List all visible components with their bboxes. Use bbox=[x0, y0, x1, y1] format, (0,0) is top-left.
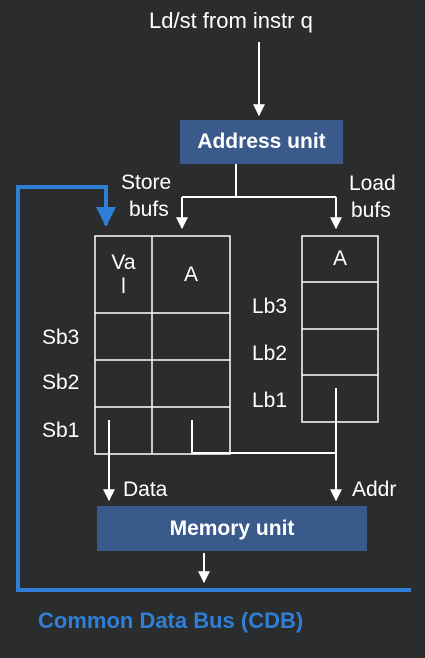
memory-unit-box bbox=[97, 506, 367, 551]
store-row-label: Sb3 bbox=[42, 326, 80, 349]
store-row-label: Sb1 bbox=[42, 419, 80, 442]
diagram-title: Ld/st from instr q bbox=[149, 8, 313, 33]
cdb-label: Common Data Bus (CDB) bbox=[38, 608, 304, 633]
load-row-label: Lb2 bbox=[252, 342, 288, 365]
store-bufs-label-line1: Store bbox=[121, 171, 172, 194]
load-bufs-label-line1: Load bbox=[349, 172, 396, 195]
store-val-header-line2: l bbox=[121, 275, 126, 298]
store-addr-header: A bbox=[183, 262, 198, 286]
load-row-label: Lb3 bbox=[252, 295, 288, 318]
store-addr-line bbox=[191, 420, 336, 454]
data-label: Data bbox=[123, 478, 168, 501]
store-val-header-line1: Va bbox=[111, 251, 136, 274]
store-val-header: Va l bbox=[95, 240, 152, 310]
address-unit-label: Address unit bbox=[197, 130, 326, 153]
address-unit-box bbox=[180, 120, 343, 164]
store-row-label: Sb2 bbox=[42, 371, 80, 394]
store-bufs-label-line2: bufs bbox=[129, 198, 169, 221]
store-buffer-grid bbox=[94, 235, 231, 455]
load-row-label: Lb1 bbox=[252, 389, 288, 412]
cdb-bus-line bbox=[16, 185, 411, 592]
load-bufs-label-line2: bufs bbox=[351, 199, 391, 222]
load-addr-header: A bbox=[332, 247, 347, 270]
load-buffer-grid bbox=[301, 235, 379, 423]
memory-unit-label: Memory unit bbox=[169, 516, 295, 540]
addr-label: Addr bbox=[352, 478, 397, 501]
